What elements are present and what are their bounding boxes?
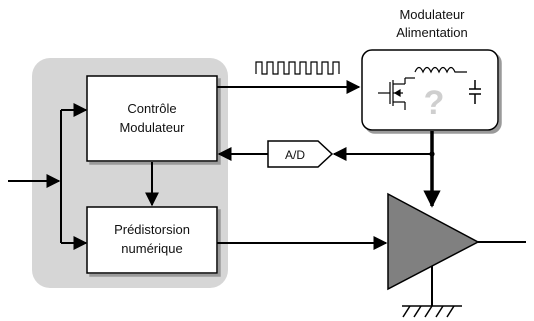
adc-label: A/D [285,148,305,162]
unknown-topology-mark: ? [424,84,445,122]
transistor-icon [378,77,415,110]
controle-label-line1: Contrôle [127,101,176,116]
predistorsion-label-line2: numérique [121,241,182,256]
predistorsion-block [86,206,218,274]
supply-modulator-label-line2: Alimentation [396,25,468,40]
adc-block [267,140,334,168]
capacitor-icon [469,80,481,104]
ground-icon [402,305,462,318]
predistorsion-label-line1: Prédistorsion [114,222,190,237]
power-amplifier-triangle [387,192,480,291]
pwm-pulse-train-icon [255,61,340,75]
supply-modulator-block [361,49,499,131]
inductor-icon [414,66,467,74]
controle-modulateur-block [86,75,218,162]
supply-modulator-label-line1: Modulateur [399,7,465,22]
controle-label-line2: Modulateur [119,120,185,135]
